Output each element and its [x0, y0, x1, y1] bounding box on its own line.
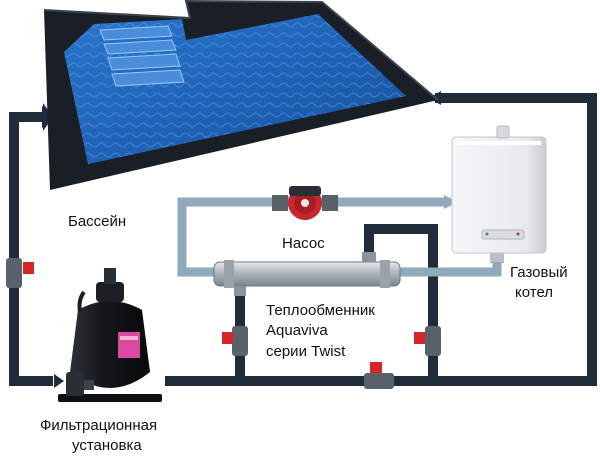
exchanger-riser-right: [364, 224, 438, 386]
pool-steps: [99, 25, 185, 87]
filter-label-line1: Фильтрационная: [40, 417, 157, 434]
pool-label: Бассейн: [68, 213, 126, 230]
boiler-return-pipe: [393, 257, 502, 277]
arrow-icon: [444, 195, 458, 209]
pump-label: Насос: [282, 235, 325, 252]
filter-label-line2: установка: [72, 437, 142, 454]
pump-icon: [272, 186, 338, 220]
exchanger-label-line2: Aquaviva: [266, 322, 328, 339]
boiler-label-line2: котел: [515, 284, 553, 301]
exchanger-label-line1: Теплообменник: [266, 302, 375, 319]
feed-pipe: [9, 112, 53, 386]
valve-icon: [414, 326, 441, 356]
labels: Бассейн Насос Газовый котел Теплообменни…: [40, 213, 568, 454]
arrow-icon: [54, 374, 64, 388]
exchanger-label-line3: серии Twist: [266, 343, 346, 360]
valve-icon: [222, 326, 248, 356]
boiler-label-line1: Газовый: [510, 264, 568, 281]
valve-icon: [364, 362, 394, 389]
filter-icon: [58, 268, 162, 402]
valve-icon: [6, 258, 34, 288]
valves: [6, 258, 441, 389]
heat-exchanger-icon: [213, 252, 401, 296]
boiler-icon: [451, 125, 547, 262]
pool-icon: [43, 0, 439, 190]
